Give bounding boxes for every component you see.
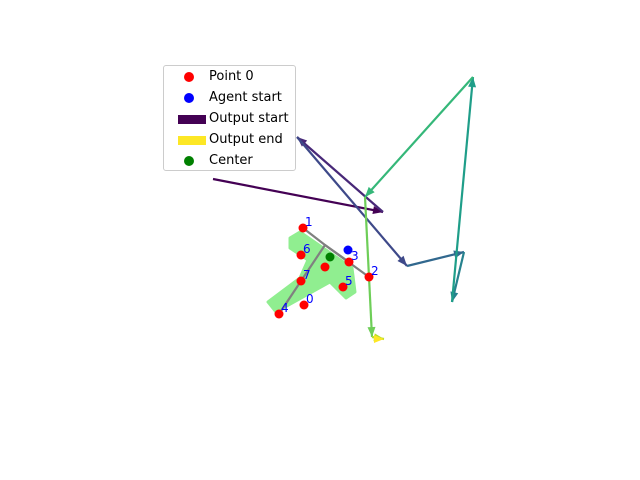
purple-patch-icon	[178, 113, 206, 125]
trajectory-segment	[296, 136, 384, 213]
keypoint-dot	[344, 257, 354, 267]
red-dot-icon	[178, 71, 200, 83]
keypoints	[274, 223, 374, 319]
legend-label: Output start	[209, 111, 289, 126]
keypoint-label: 0	[306, 292, 314, 306]
trajectory-segment	[450, 76, 475, 303]
trajectory-arrowhead	[397, 255, 407, 266]
legend-item-agent-start: Agent start	[164, 88, 295, 109]
legend-label: Point 0	[209, 69, 254, 84]
keypoint-label: 4	[281, 301, 289, 315]
keypoint-label: 7	[303, 268, 311, 282]
segmentation-mask	[266, 230, 357, 314]
trajectory-arrowhead	[468, 77, 477, 88]
legend-label: Agent start	[209, 90, 282, 105]
legend: Point 0 Agent start Output start Output …	[163, 65, 296, 171]
trajectory-segment	[212, 177, 384, 214]
legend-item-output-end: Output end	[164, 130, 295, 151]
keypoint-dot	[296, 250, 306, 260]
skeleton-line	[324, 244, 350, 263]
blue-dot-icon	[178, 92, 200, 104]
trajectory-arrowhead	[365, 186, 375, 197]
agent-start-dot	[343, 245, 353, 255]
keypoint-dot	[364, 272, 374, 282]
trajectory-arrowhead	[372, 206, 383, 215]
legend-label: Output end	[209, 132, 283, 147]
output-trajectory	[212, 76, 477, 343]
keypoint-label: 2	[371, 264, 379, 278]
legend-item-output-start: Output start	[164, 109, 295, 130]
output-end-arrowhead	[374, 335, 384, 343]
center-dot	[325, 252, 335, 262]
keypoint-dot	[338, 282, 348, 292]
green-dot-icon	[178, 155, 200, 167]
trajectory-arrowhead	[367, 326, 376, 337]
keypoint-dot	[320, 262, 330, 272]
keypoint-label: 1	[305, 215, 313, 229]
legend-label: Center	[209, 153, 253, 168]
keypoint-dot	[299, 300, 309, 310]
keypoint-dot	[274, 309, 284, 319]
legend-item-center: Center	[164, 151, 295, 172]
keypoint-label: 3	[351, 249, 359, 263]
yellow-patch-icon	[178, 134, 206, 146]
keypoint-label: 6	[303, 242, 311, 256]
trajectory-segment	[364, 76, 474, 198]
keypoint-dot	[298, 223, 308, 233]
trajectory-segment	[296, 136, 408, 267]
legend-item-point0: Point 0	[164, 67, 295, 88]
trajectory-segment	[363, 196, 374, 338]
mask-region	[266, 230, 357, 314]
keypoint-label: 5	[345, 274, 353, 288]
keypoint-dot	[296, 276, 306, 286]
